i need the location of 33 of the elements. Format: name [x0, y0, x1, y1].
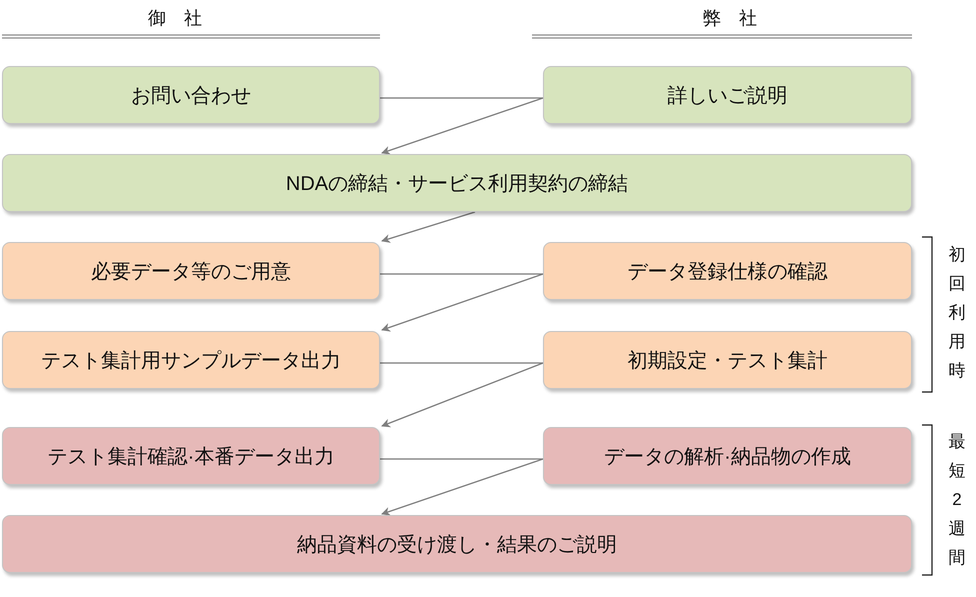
column-heading: 弊 社 [702, 7, 758, 30]
step-text: テスト集計用サンプルデータ出力 [41, 348, 341, 374]
step-text: お問い合わせ [131, 84, 251, 108]
process-box [2, 66, 380, 124]
process-box [543, 331, 912, 389]
step-text: 必要データ等のご用意 [91, 260, 291, 284]
process-box [543, 242, 912, 300]
step-text: データの解析·納品物の作成 [604, 444, 851, 470]
connector-line [380, 97, 543, 99]
process-box [543, 427, 912, 485]
arrow [381, 211, 476, 243]
arrow [381, 362, 544, 428]
process-box [2, 331, 380, 389]
arrow [381, 273, 544, 332]
process-box [2, 427, 380, 485]
step-text: データ登録仕様の確認 [628, 260, 828, 284]
connector-line [380, 458, 543, 460]
step-text: 詳しいご説明 [668, 84, 788, 108]
step-text: 初期設定・テスト集計 [628, 348, 828, 374]
arrow [381, 458, 544, 516]
phase-label: 最短2週間 [948, 431, 966, 569]
process-box [2, 515, 912, 573]
process-box [2, 242, 380, 300]
connector-line [380, 362, 543, 364]
step-text: テスト集計確認·本番データ出力 [48, 444, 334, 470]
process-box [543, 66, 912, 124]
arrow [381, 97, 544, 155]
connector-line [380, 273, 543, 275]
process-box [2, 154, 912, 212]
step-text: NDAの締結・サービス利用契約の締結 [286, 172, 628, 196]
phase-label: 初回利用時 [948, 244, 966, 382]
step-text: 納品資料の受け渡し・結果のご説明 [297, 532, 617, 558]
column-heading: 御 社 [147, 7, 203, 30]
